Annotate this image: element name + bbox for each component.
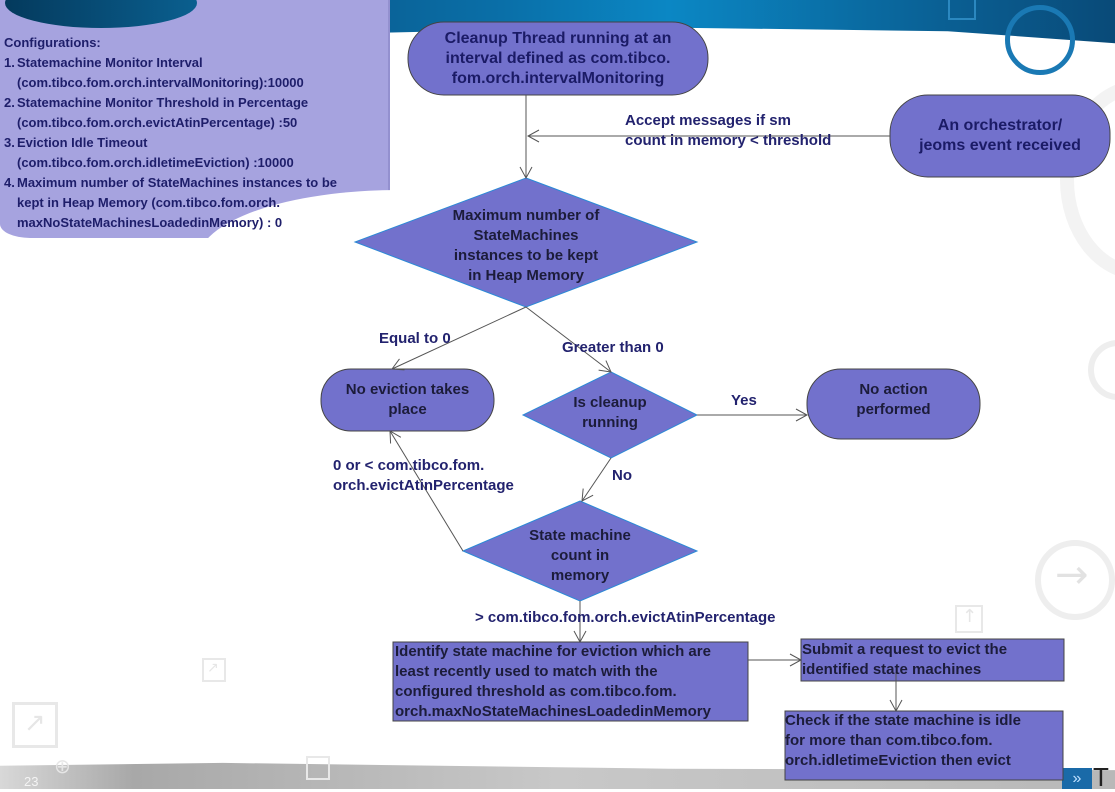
identify-label: Identify state machine for eviction whic… [395,643,711,720]
accept-messages-label: Accept messages if sm count in memory < … [625,112,832,149]
company-logo-text: T [1093,762,1109,792]
equal-zero-label: Equal to 0 [379,330,451,347]
submit-label: Submit a request to evict the identified… [802,641,1008,678]
config-item-number: 2. [4,95,15,110]
no-action-label: No action performed [856,381,931,418]
above-threshold-label: > com.tibco.fom.orch.evictAtinPercentage [475,609,776,626]
config-item-title: Eviction Idle Timeout [17,135,148,150]
config-item: 2. Statemachine Monitor Threshold in Per… [4,93,337,133]
connector-below-threshold [389,430,464,552]
no-eviction-node [320,368,495,432]
config-item-title: Statemachine Monitor Threshold in Percen… [17,95,309,110]
config-item-number: 1. [4,55,15,70]
config-item-number: 3. [4,135,15,150]
decorative-arrow-box-icon [12,702,58,748]
config-item-value: maxNoStateMachinesLoadedinMemory) : 0 [17,215,283,230]
event-received-label: An orchestrator/ jeoms event received [919,117,1081,154]
decorative-ring-icon [1035,540,1115,620]
cleanup-thread-label: Cleanup Thread running at an interval de… [444,29,672,87]
decorative-arrow-box-icon [202,658,226,682]
decorative-up-box-icon [948,0,976,20]
decorative-circle-icon: ⊕ [54,754,71,778]
config-item: 3. Eviction Idle Timeout (com.tibco.fom.… [4,133,337,173]
config-item-number: 4. [4,175,15,190]
below-threshold-label: 0 or < com.tibco.fom. orch.evictAtinPerc… [333,457,514,494]
check-idle-label: Check if the state machine is idle for m… [785,712,1021,769]
page-number: 23 [24,774,39,789]
connector-no [581,457,612,502]
max-instances-label: Maximum number of StateMachines instance… [452,207,600,284]
identify-process-box [392,641,749,722]
decorative-arrow-right-icon: → [1055,552,1089,598]
check-idle-process-box [784,710,1064,781]
no-action-node [806,368,981,440]
is-cleanup-running-label: Is cleanup running [573,394,647,431]
config-item-value: (com.tibco.fom.orch.evictAtinPercentage)… [17,115,298,130]
no-label: No [612,467,632,484]
yes-label: Yes [731,392,757,409]
config-item: 4. Maximum number of StateMachines insta… [4,173,337,233]
cleanup-thread-node [407,21,709,96]
config-item-value: (com.tibco.fom.orch.intervalMonitoring):… [17,75,304,90]
decorative-arrow-box-icon [306,756,330,780]
count-in-memory-label: State machine count in memory [529,527,631,584]
greater-zero-label: Greater than 0 [562,339,664,356]
config-item-title: Statemachine Monitor Interval [17,55,203,70]
connector-greater-zero [525,306,612,373]
configurations-heading: Configurations: [4,35,101,50]
company-logo-icon: » [1062,768,1092,789]
connector-equal-zero [391,306,527,371]
configurations-list: Configurations: 1. Statemachine Monitor … [4,33,337,233]
decorative-ring-icon [1005,5,1075,75]
decorative-arrow-icon: ↗ [24,708,46,738]
config-item: 1. Statemachine Monitor Interval (com.ti… [4,53,337,93]
decorative-arrow-icon: ↗ [207,660,219,676]
config-item-value: (com.tibco.fom.orch.idletimeEviction) :1… [17,155,294,170]
config-item-value: kept in Heap Memory (com.tibco.fom.orch. [17,195,280,210]
no-eviction-label: No eviction takes place [345,381,470,418]
configurations-panel [0,0,398,260]
decorative-up-box-icon [955,605,983,633]
decorative-up-icon: ↑ [962,606,978,627]
config-item-title: Maximum number of StateMachines instance… [17,175,338,190]
